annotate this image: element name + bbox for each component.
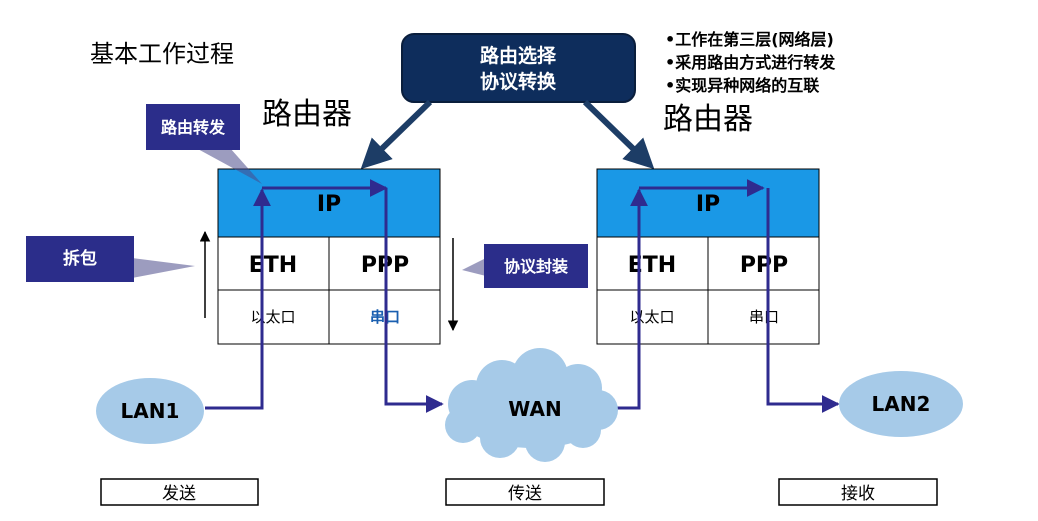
- unpack-callout: 拆包: [26, 236, 195, 282]
- router-2-ppp-label: PPP: [740, 253, 788, 278]
- routing-callout: 路由选择 协议转换: [401, 33, 636, 103]
- stage-send-label: 发送: [162, 484, 196, 504]
- router-1-ethernet-port: 以太口: [250, 308, 295, 326]
- feature-item: •采用路由方式进行转发: [665, 53, 836, 72]
- routing-callout-line1: 路由选择: [480, 44, 557, 67]
- lan2-cloud: LAN2: [839, 371, 963, 437]
- feature-item: •工作在第三层(网络层): [665, 30, 834, 49]
- stage-receive-label: 接收: [841, 484, 875, 504]
- router-label-2: 路由器: [663, 102, 753, 137]
- stage-transmit: 传送: [445, 478, 605, 506]
- lan2-label: LAN2: [872, 392, 931, 416]
- routing-callout-line2: 协议转换: [480, 70, 557, 93]
- router-2-eth-label: ETH: [628, 253, 676, 278]
- router-2-ip-label: IP: [696, 192, 720, 217]
- unpack-callout-label: 拆包: [63, 248, 97, 269]
- router-2: IP ETH PPP 以太口 串口: [596, 168, 820, 345]
- encap-callout-label: 协议封装: [504, 257, 568, 276]
- packet-path: [205, 179, 840, 413]
- encap-callout: 协议封装: [462, 244, 588, 288]
- forward-callout-label: 路由转发: [161, 118, 226, 137]
- stage-transmit-label: 传送: [508, 484, 542, 504]
- router-1-eth-label: ETH: [249, 253, 297, 278]
- feature-item: •实现异种网络的互联: [665, 76, 819, 95]
- wan-label: WAN: [508, 397, 561, 421]
- stage-receive: 接收: [778, 478, 938, 506]
- wan-cloud: WAN: [445, 348, 618, 462]
- lan1-label: LAN1: [121, 399, 180, 423]
- callout-arrow-left: [360, 99, 433, 170]
- router-2-ethernet-port: 以太口: [629, 308, 674, 326]
- stage-send: 发送: [100, 478, 259, 506]
- router-1-ip-label: IP: [317, 192, 341, 217]
- page-title: 基本工作过程: [90, 40, 234, 68]
- callout-arrow-right: [582, 99, 655, 170]
- forward-callout: 路由转发: [146, 104, 262, 184]
- router-2-serial-port: 串口: [749, 308, 779, 326]
- lan1-cloud: LAN1: [96, 378, 204, 444]
- router-1: IP ETH PPP 以太口 串口: [217, 168, 441, 345]
- router-label-1: 路由器: [262, 97, 352, 132]
